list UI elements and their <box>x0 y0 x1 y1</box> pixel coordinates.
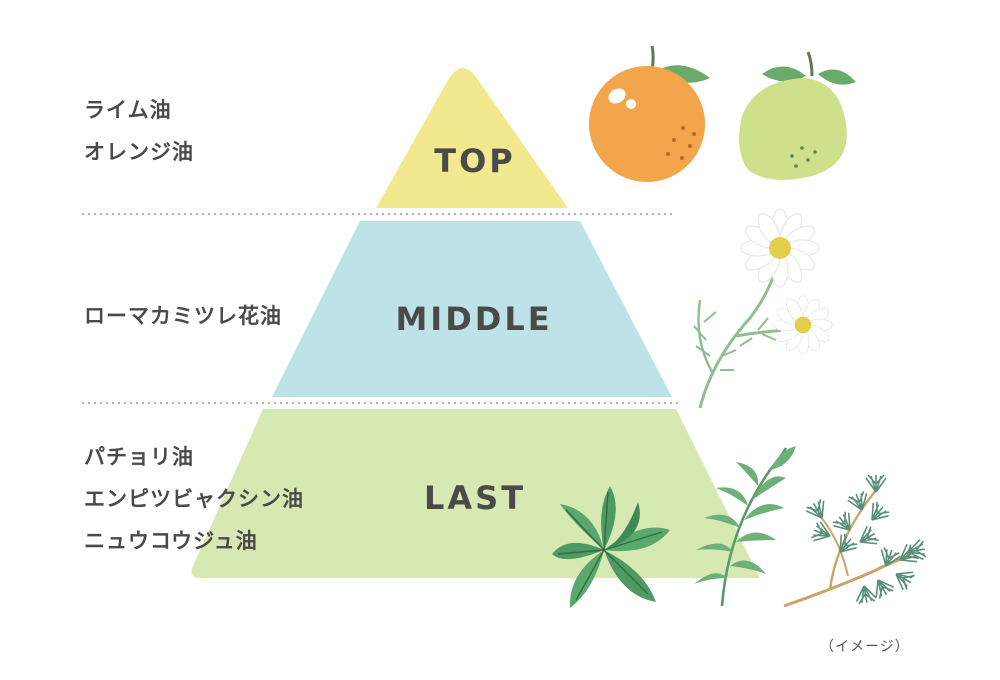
chamomile-icon <box>693 208 833 409</box>
lime-icon <box>739 51 856 180</box>
tier-label-last: LAST <box>424 479 526 517</box>
tier-middle-shape <box>272 221 672 397</box>
tier-last-shape <box>191 409 760 578</box>
notes-top: ライム油 オレンジ油 <box>84 89 194 173</box>
tier-label-top: TOP <box>434 142 515 180</box>
note-item: ローマカミツレ花油 <box>84 304 282 328</box>
note-item: エンピツビャクシン油 <box>84 487 304 511</box>
frankincense-branch-icon <box>783 474 928 608</box>
cedar-leaves-icon <box>694 446 796 607</box>
notes-middle: ローマカミツレ花油 <box>84 295 282 337</box>
orange-icon <box>589 45 710 182</box>
note-item: ライム油 <box>84 98 172 122</box>
notes-last: パチョリ油 エンピツビャクシン油 ニュウコウジュ油 <box>84 436 304 562</box>
tier-label-middle: MIDDLE <box>395 300 552 338</box>
note-item: オレンジ油 <box>84 140 194 164</box>
image-caption: （イメージ） <box>820 639 910 655</box>
note-item: パチョリ油 <box>84 445 194 469</box>
tier-top-shape <box>376 68 568 208</box>
patchouli-leaves-icon <box>552 486 670 608</box>
note-item: ニュウコウジュ油 <box>84 529 258 553</box>
